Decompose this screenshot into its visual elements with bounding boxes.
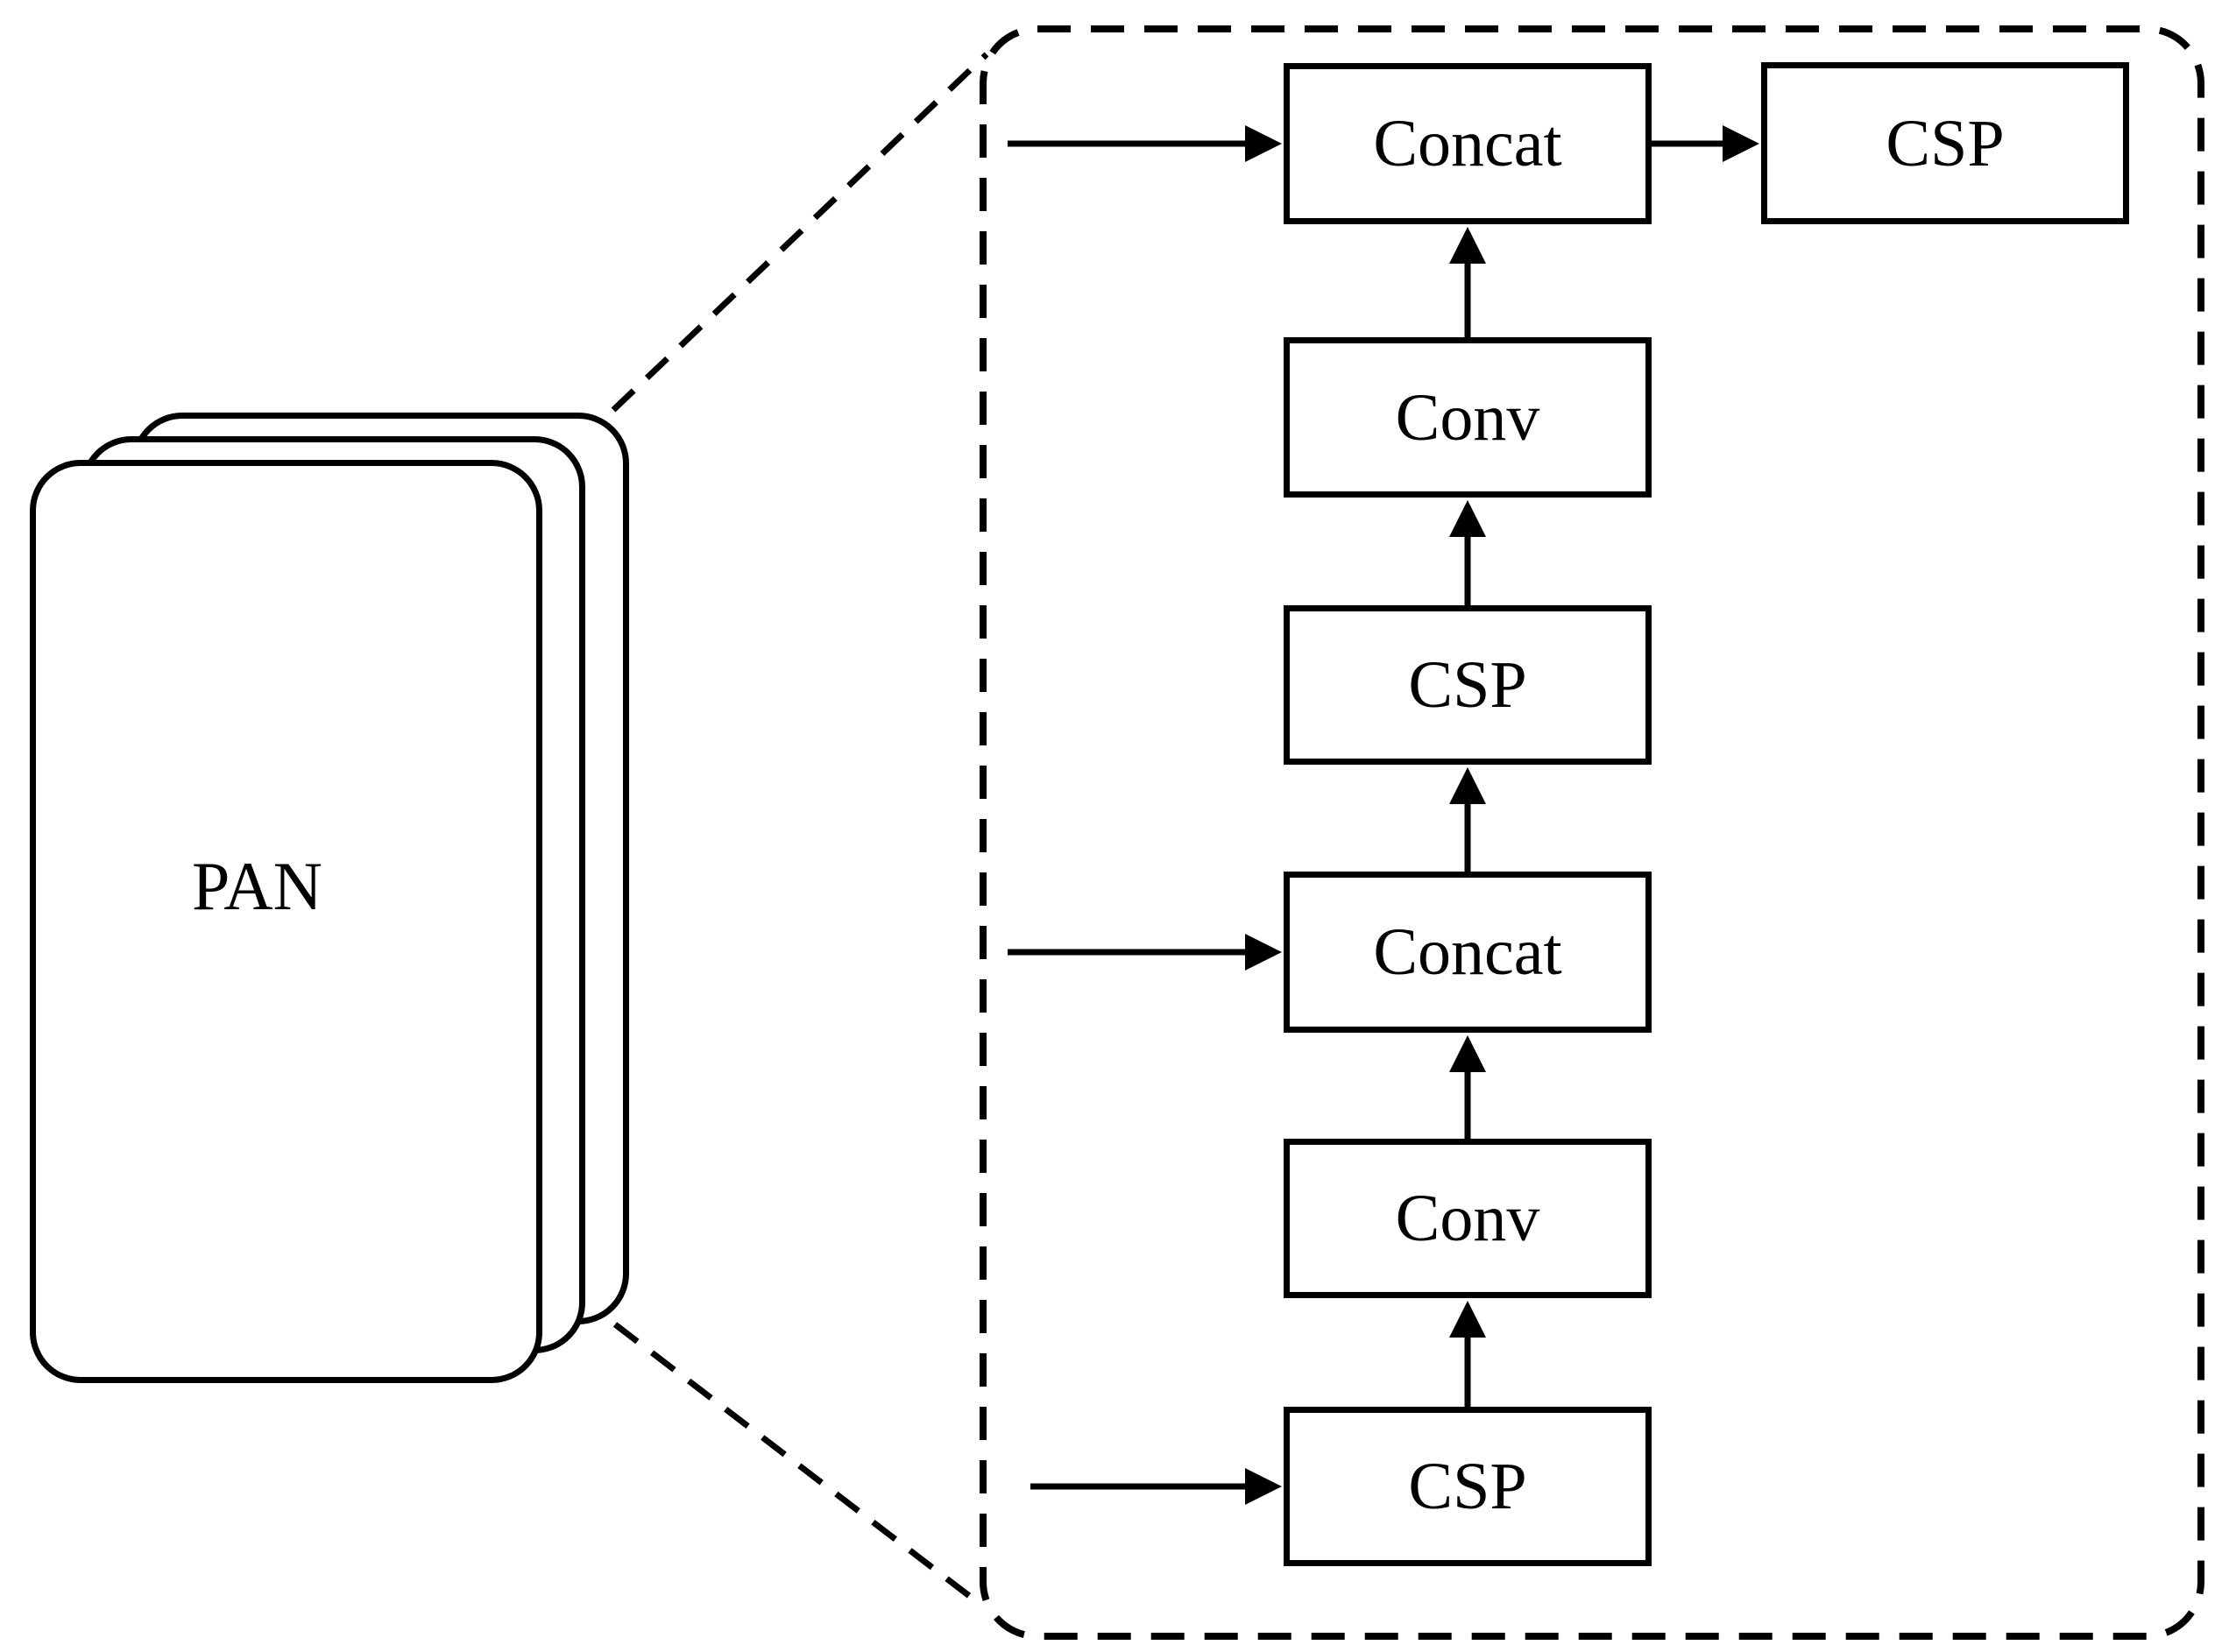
node-conv-lower-label: Conv [1395,1182,1540,1255]
node-concat-top-label: Concat [1373,107,1562,180]
node-concat-middle-label: Concat [1373,915,1562,989]
zoom-connector-bottom-line [612,1322,986,1609]
pan-label: PAN [192,848,322,924]
node-conv-upper: Conv [1284,337,1652,498]
node-concat-middle: Concat [1284,872,1652,1033]
node-csp-bottom-label: CSP [1408,1450,1527,1523]
pan-stack-layer-front: PAN [30,460,542,1383]
node-csp-upper: CSP [1284,605,1652,765]
node-csp-output-label: CSP [1886,106,2005,180]
detail-region-dashed-border [980,25,2204,1640]
node-csp-output: CSP [1761,62,2129,224]
node-conv-lower: Conv [1284,1139,1652,1298]
zoom-connector-top-line [611,52,989,413]
node-csp-bottom: CSP [1284,1407,1652,1566]
node-concat-top: Concat [1284,63,1652,224]
node-conv-upper-label: Conv [1395,380,1540,455]
node-csp-upper-label: CSP [1408,648,1527,722]
